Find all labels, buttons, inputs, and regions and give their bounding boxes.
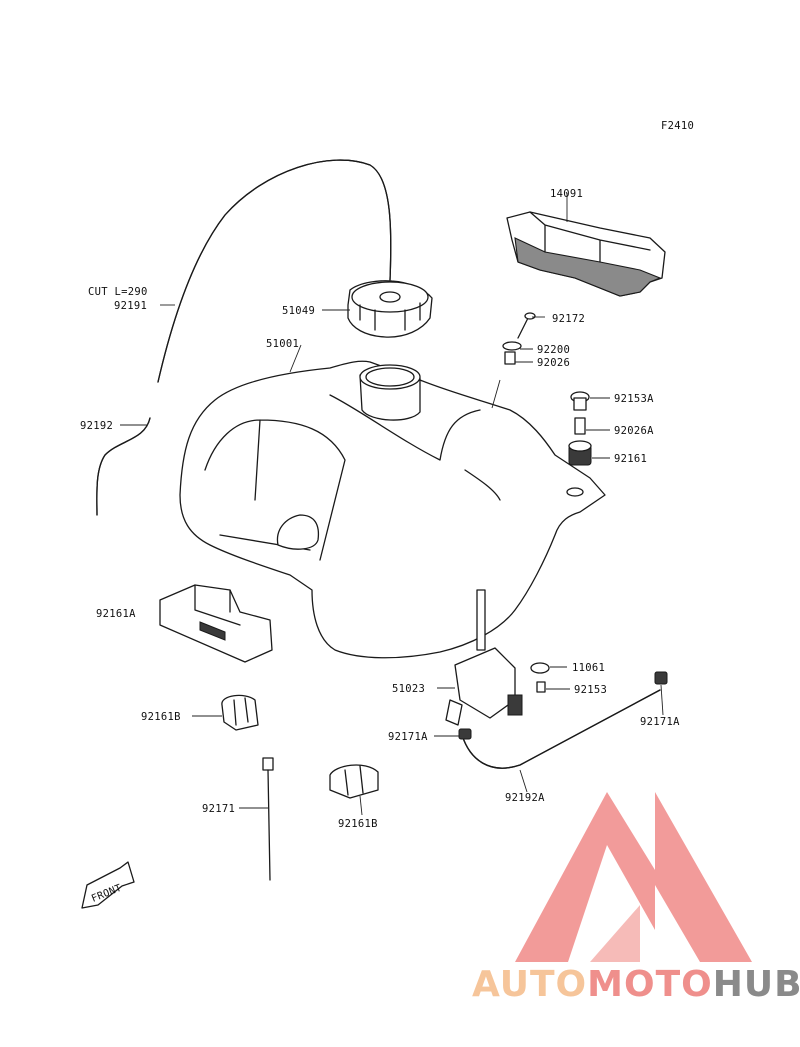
- label-92026: 92026: [537, 357, 570, 369]
- damper-92161: [568, 440, 592, 466]
- label-92153: 92153: [574, 684, 607, 696]
- label-92172: 92172: [552, 313, 585, 325]
- label-51001: 51001: [266, 338, 299, 350]
- bolt-92172: [517, 312, 536, 339]
- label-92161: 92161: [614, 453, 647, 465]
- label-51049: 51049: [282, 305, 315, 317]
- damper-92161A: [159, 584, 273, 663]
- label-92192: 92192: [80, 420, 113, 432]
- label-92161B-1: 92161B: [141, 711, 181, 723]
- label-92171A-2: 92171A: [640, 716, 680, 728]
- label-92161B-2: 92161B: [338, 818, 378, 830]
- watermark-hub: HUB: [713, 964, 800, 1005]
- label-92191: 92191: [114, 300, 147, 312]
- collar-92026A: [574, 417, 586, 435]
- ref-code: F2410: [661, 120, 694, 132]
- watermark-auto: AUTO: [472, 964, 587, 1005]
- label-92192A: 92192A: [505, 792, 545, 804]
- label-cut: CUT L=290: [88, 286, 148, 298]
- label-92171A-1: 92171A: [388, 731, 428, 743]
- label-92171: 92171: [202, 803, 235, 815]
- label-14091: 14091: [550, 188, 583, 200]
- front-arrow-icon: [81, 861, 135, 909]
- label-92161A: 92161A: [96, 608, 136, 620]
- label-51023: 51023: [392, 683, 425, 695]
- band-92171: [262, 757, 274, 881]
- clamp-92171A-right: [654, 671, 668, 685]
- collar-92026: [504, 351, 516, 365]
- clamp-92171A-left: [458, 728, 472, 740]
- leader-lines: [120, 193, 664, 816]
- o-ring-11061: [530, 662, 550, 674]
- fuel-tank-51001: [179, 360, 606, 659]
- screw-92153: [536, 681, 546, 693]
- label-92153A: 92153A: [614, 393, 654, 405]
- bolt-92153A: [570, 391, 590, 411]
- washer-92200: [502, 341, 522, 351]
- label-92200: 92200: [537, 344, 570, 356]
- watermark-moto: MOTO: [587, 964, 713, 1005]
- watermark-text: AUTOMOTOHUB: [472, 964, 800, 1005]
- watermark-logo-icon: [515, 792, 752, 962]
- cover-14091: [506, 211, 666, 297]
- clamp-92161B-bottom: [329, 764, 379, 799]
- label-11061: 11061: [572, 662, 605, 674]
- clamp-92161B-top: [221, 694, 259, 731]
- fuel-cock-51023: [445, 589, 523, 726]
- label-92026A: 92026A: [614, 425, 654, 437]
- fuel-cap-51049: [347, 280, 433, 338]
